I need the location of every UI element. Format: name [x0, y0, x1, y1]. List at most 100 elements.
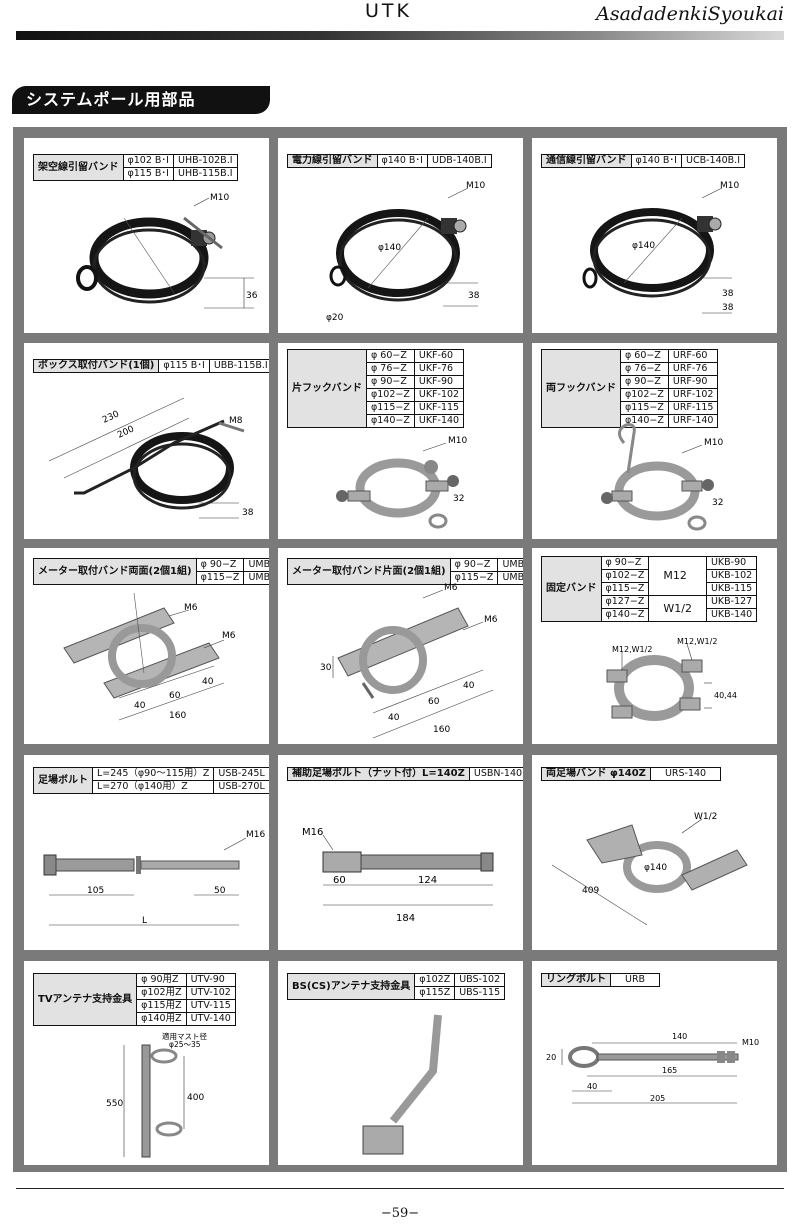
dim-label: 184: [396, 913, 415, 924]
spec-size: φ140用Z: [136, 1012, 187, 1026]
footer-rule: [16, 1188, 784, 1189]
dim-label: M6: [484, 615, 498, 625]
band-illustration: M10 32: [601, 423, 723, 531]
dim-label: 200: [116, 424, 136, 440]
product-name: メーター取付バンド片面(2個1組): [287, 558, 451, 585]
spec-size: φ140−Z: [600, 608, 650, 622]
product-name: BS(CS)アンテナ支持金具: [286, 973, 416, 1000]
dim-label: M10: [704, 438, 723, 448]
dim-label: M10: [742, 1038, 759, 1047]
spec-code: URB: [609, 973, 661, 987]
dim-label: 適用マスト径: [162, 1031, 207, 1041]
header-rule: [16, 31, 784, 40]
dim-label: 60: [169, 691, 181, 701]
dim-label: 60: [333, 875, 346, 886]
spec-table: 両足場バンド φ140Z URS-140: [541, 767, 722, 781]
bracket-illustration: [362, 1014, 442, 1155]
card-aux-step-bolt: 補助足場ボルト（ナット付）L=140Z USBN-140 M16 60 124 …: [278, 755, 523, 950]
dim-label: φ140: [644, 863, 667, 873]
spec-code: UKF-140: [413, 414, 465, 428]
dim-label: φ25〜35: [169, 1040, 201, 1049]
spec-code: UKB-140: [705, 608, 758, 622]
dim-label: 400: [187, 1093, 204, 1103]
spec-table: 補助足場ボルト（ナット付）L=140Z USBN-140: [287, 767, 523, 781]
dim-label: M8: [229, 416, 243, 426]
spec-code: USB-270L: [213, 780, 269, 794]
dim-label: 36: [246, 291, 258, 301]
bracket-illustration: 適用マスト径 φ25〜35 550 400: [106, 1031, 207, 1158]
dim-label: 124: [418, 875, 437, 886]
band-illustration: M6 M6 40 60 40 160: [63, 592, 236, 721]
dim-label: 40: [587, 1082, 597, 1091]
dim-label: 50: [214, 886, 226, 896]
bolt-spec: W1/2: [648, 595, 707, 622]
dim-label: 40: [202, 677, 214, 687]
dim-label: M16: [246, 830, 265, 840]
dim-label: 160: [169, 711, 186, 721]
dim-label: 140: [672, 1032, 687, 1041]
dim-label: 32: [712, 498, 723, 508]
spec-size: φ115−Z: [195, 571, 245, 585]
dim-label: φ20: [326, 313, 344, 323]
dim-label: 38: [722, 289, 734, 299]
spec-code: UBB-115B.I: [208, 359, 269, 373]
spec-code: UDB-140B.I: [427, 154, 492, 168]
dim-label: M6: [444, 583, 458, 593]
card-double-step-band: 両足場バンド φ140Z URS-140 W1/2 φ140 409: [532, 755, 777, 950]
dim-label: M10: [466, 181, 485, 191]
spec-code: UMB-115R: [243, 571, 269, 585]
spec-size: φ115 B･I: [158, 359, 210, 373]
product-name: 固定バンド: [541, 556, 602, 622]
spec-code: URF-140: [667, 414, 719, 428]
product-name: 架空線引留バンド: [33, 154, 124, 181]
bolt-illustration: M16 60 124 184: [302, 827, 494, 924]
dim-label: 40,44: [714, 691, 737, 700]
dim-label: M10: [210, 193, 229, 203]
spec-code: UTV-140: [185, 1012, 236, 1026]
dim-label: M12,W1/2: [612, 645, 652, 654]
spec-table: リングボルト URB: [541, 973, 661, 987]
card-ring-bolt: リングボルト URB 140 M10 20 165 40 205: [532, 961, 777, 1165]
dim-label: 40: [463, 681, 475, 691]
dim-label: 38: [242, 508, 254, 518]
bolt-illustration: 140 M10 20 165 40 205: [546, 1032, 759, 1104]
product-name: 通信線引留バンド: [541, 154, 632, 168]
spec-size: φ140−Z: [366, 414, 415, 428]
dim-label: W1/2: [694, 812, 717, 822]
dim-label: 205: [650, 1094, 665, 1103]
dim-label: 160: [433, 725, 450, 735]
band-illustration: M12,W1/2 M12,W1/2 40,44: [606, 637, 737, 721]
spec-code: UBS-115: [454, 986, 506, 1000]
band-illustration: W1/2 φ140 409: [551, 812, 748, 926]
spec-code: UHB-115B.I: [173, 167, 238, 181]
dim-label: 20: [546, 1053, 556, 1062]
brand-logo: UTK: [365, 0, 412, 22]
product-name: 足場ボルト: [33, 767, 93, 794]
dim-label: 105: [87, 886, 104, 896]
spec-size: φ102−Z: [620, 388, 669, 402]
bolt-illustration: M16 105 50 L: [43, 830, 265, 926]
spec-size: L=270（φ140用）Z: [91, 780, 215, 794]
dim-label: M16: [302, 827, 323, 838]
band-illustration: 230 200 M8 38: [48, 397, 254, 519]
product-name: 片フックバンド: [287, 349, 367, 428]
dim-label: M6: [222, 631, 236, 641]
